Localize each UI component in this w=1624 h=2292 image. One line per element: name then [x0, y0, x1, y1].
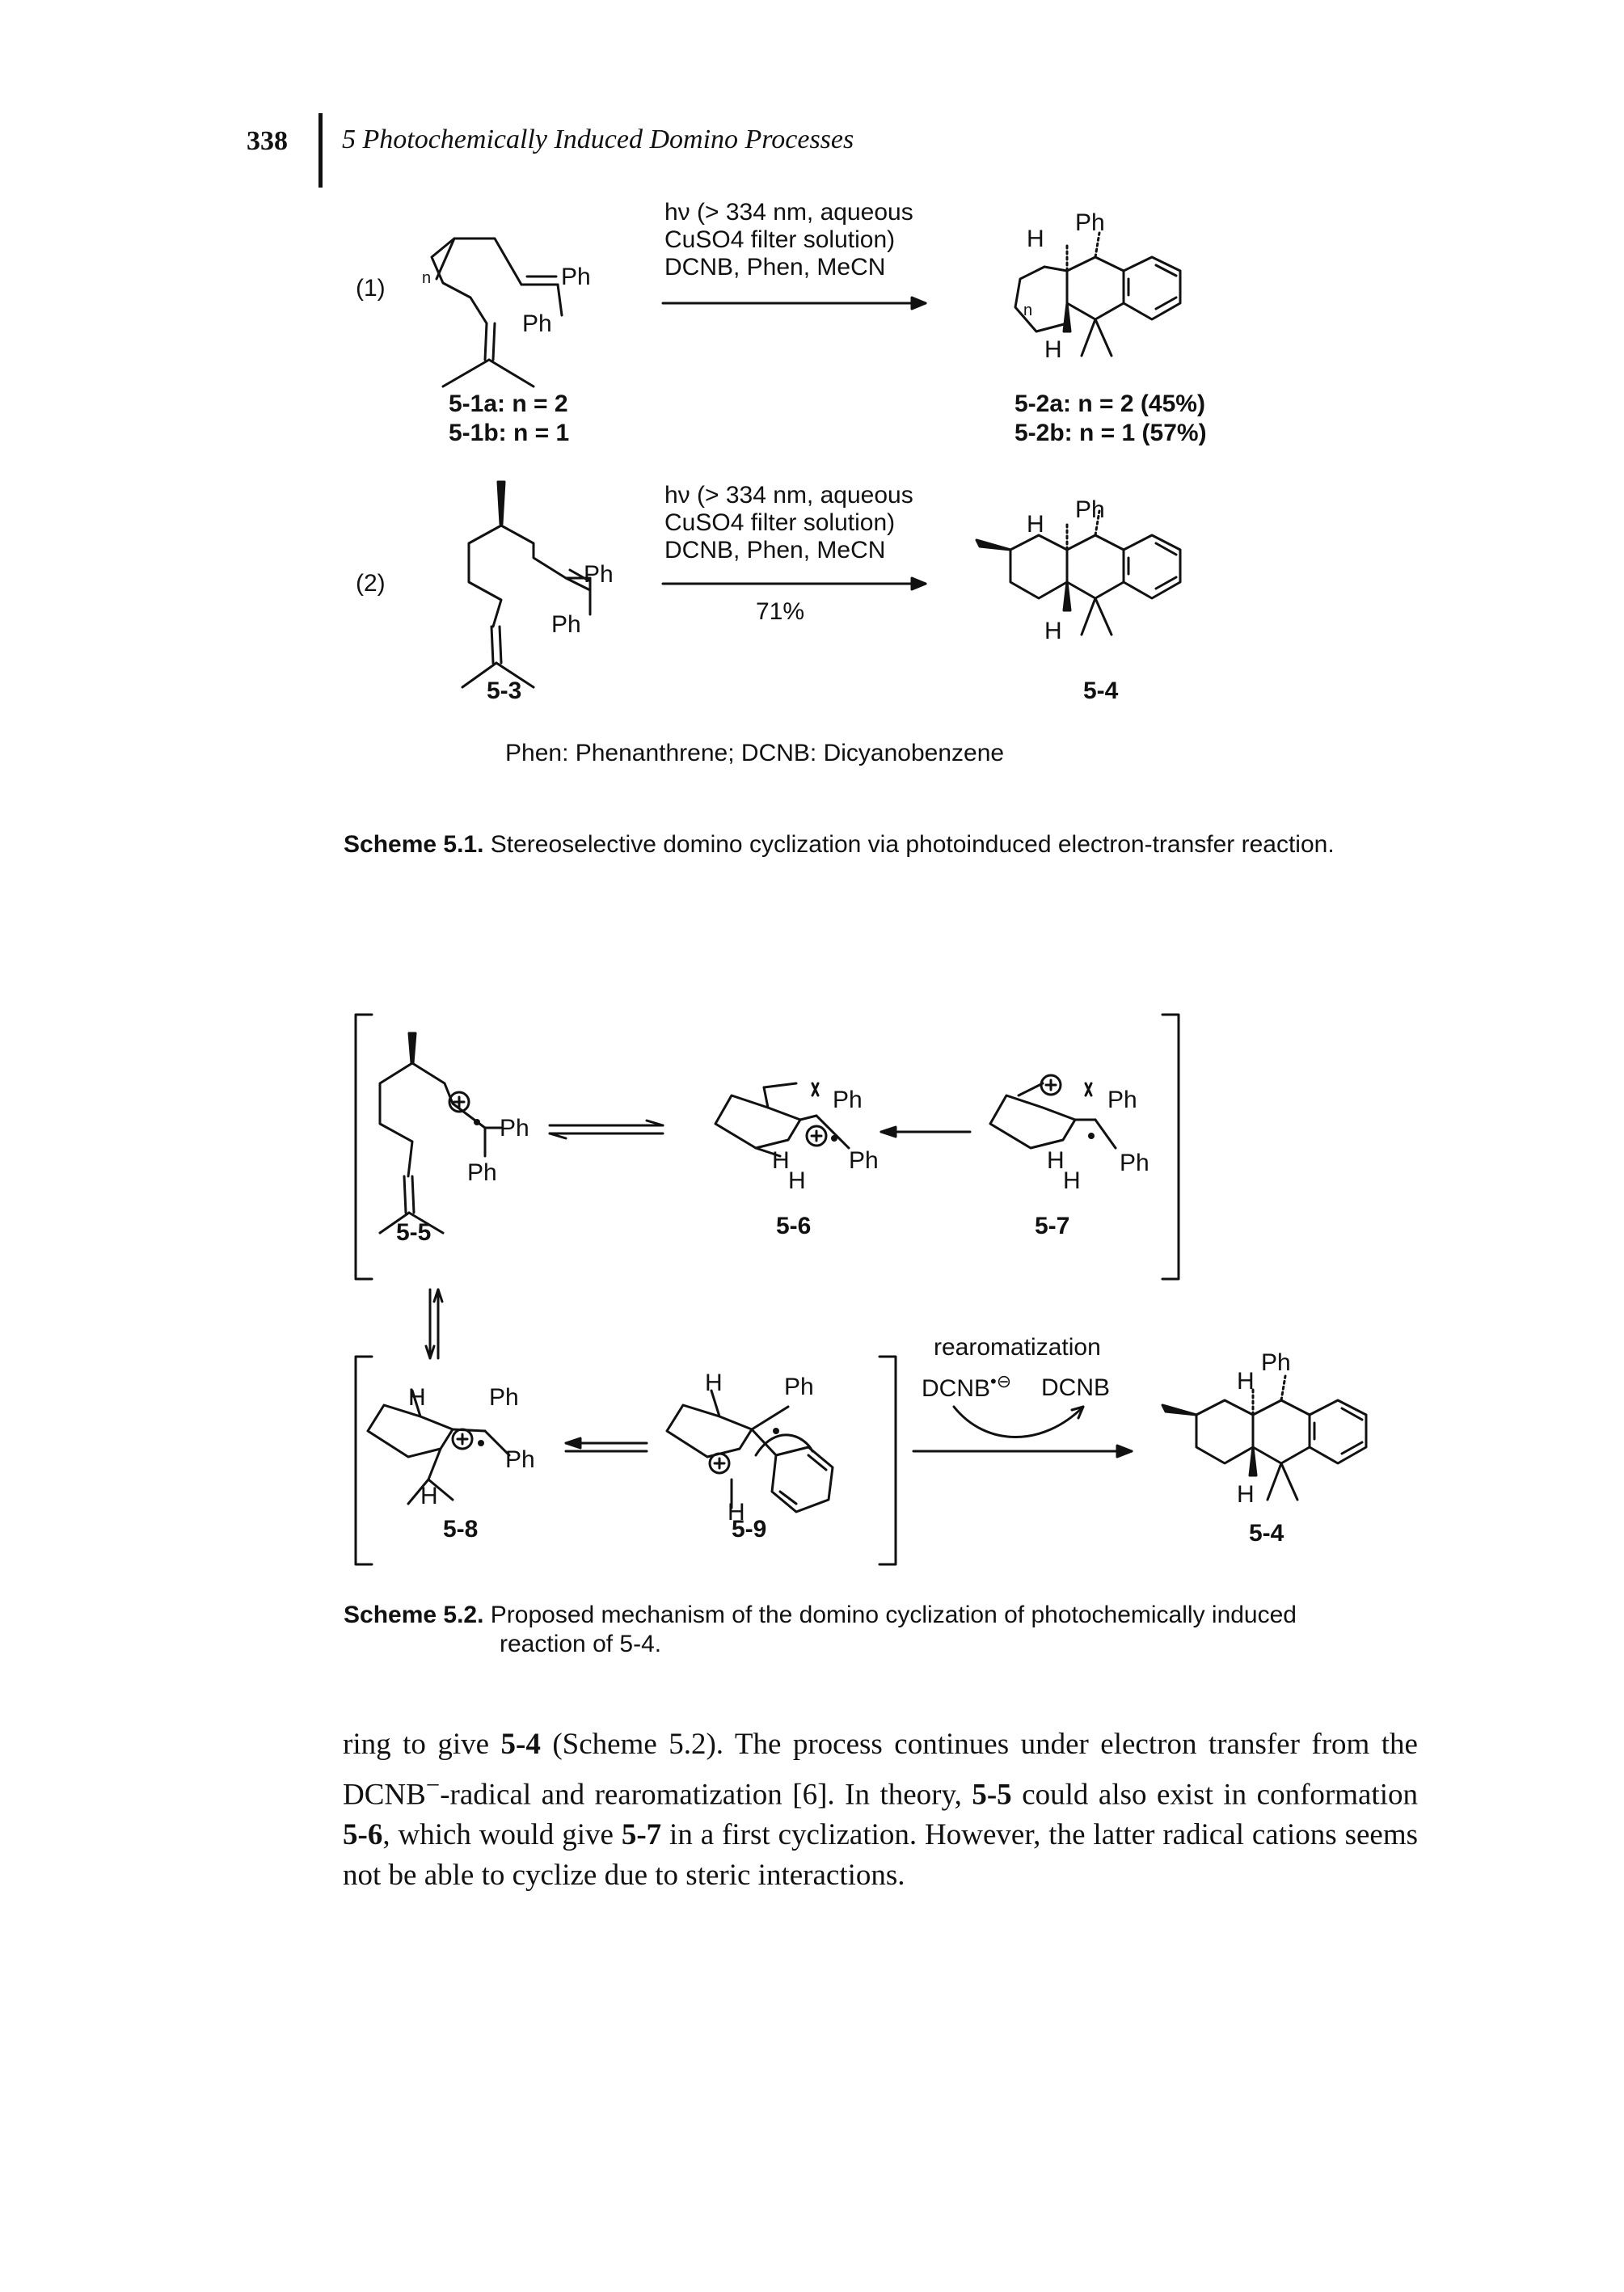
atom-label-n: n — [1023, 302, 1032, 319]
label-5-4-bottom: 5-4 — [1249, 1520, 1284, 1547]
atom-label-ph: Ph — [1120, 1150, 1149, 1176]
structure-5-1 — [430, 237, 563, 388]
scheme-5-1-caption: Scheme 5.1. Stereoselective domino cycli… — [344, 831, 1335, 858]
atom-label-h: H — [1027, 226, 1044, 252]
atom-label-ph: Ph — [1075, 496, 1105, 523]
running-title: 5 Photochemically Induced Domino Process… — [342, 125, 854, 154]
atom-label-h: H — [1237, 1368, 1255, 1395]
structure-5-7 — [989, 1074, 1117, 1150]
atom-label-n: n — [422, 269, 431, 287]
atom-label-h: H — [1237, 1481, 1255, 1508]
scheme-5-2-caption: Scheme 5.2. Proposed mechanism of the do… — [344, 1602, 1297, 1657]
structure-5-3 — [461, 504, 592, 689]
structure-5-2 — [1014, 231, 1182, 357]
label-5-4-top: 5-4 — [1083, 677, 1119, 704]
label-5-3: 5-3 — [487, 677, 522, 704]
atom-label-ph: Ph — [561, 264, 591, 290]
page-number: 338 — [247, 126, 288, 156]
atom-label-h: H — [1044, 336, 1062, 363]
bracket-left — [354, 1013, 373, 1281]
body-paragraph: ring to give 5-4 (Scheme 5.2). The proce… — [343, 1728, 1419, 1893]
label-5-6: 5-6 — [776, 1213, 812, 1239]
bracket-left-2 — [354, 1355, 373, 1566]
atom-label-h: H — [1044, 618, 1062, 644]
atom-label-ph: Ph — [849, 1147, 879, 1174]
atom-label-h: H — [772, 1147, 790, 1174]
bracket-right — [1161, 1013, 1180, 1281]
atom-label-h: H — [1063, 1167, 1081, 1194]
scheme-5-2-drawing: Ph Ph Ph Ph H H Ph Ph H H H Ph Ph H H Ph… — [354, 1013, 1368, 1566]
structure-5-5 — [378, 1037, 503, 1235]
dcnb-label: DCNB — [1041, 1374, 1111, 1401]
structure-5-4-bottom — [1195, 1374, 1368, 1501]
structure-5-9 — [665, 1389, 834, 1513]
structure-5-4-top — [1009, 509, 1182, 636]
atom-label-ph: Ph — [784, 1374, 814, 1400]
reaction-2-number: (2) — [356, 570, 386, 597]
atom-label-ph: Ph — [505, 1446, 535, 1473]
dcnb-radical-anion-label: DCNB•⊖ — [922, 1371, 1012, 1402]
atom-label-h: H — [705, 1370, 723, 1396]
reaction-1-number: (1) — [356, 275, 386, 302]
atom-label-ph: Ph — [500, 1115, 529, 1142]
rearomatization-label: rearomatization — [934, 1334, 1101, 1361]
atom-label-h: H — [408, 1384, 426, 1411]
atom-label-ph: Ph — [489, 1384, 519, 1411]
atom-label-ph: Ph — [1107, 1087, 1137, 1113]
label-5-1: 5-1a: n = 2 5-1b: n = 1 — [449, 390, 570, 446]
structure-5-8 — [366, 1389, 511, 1505]
atom-label-h: H — [420, 1483, 438, 1509]
atom-label-ph: Ph — [551, 611, 581, 638]
atom-label-ph: Ph — [522, 310, 552, 337]
atom-label-ph: Ph — [1261, 1349, 1291, 1376]
label-5-9: 5-9 — [732, 1516, 767, 1543]
atom-label-ph: Ph — [467, 1159, 497, 1186]
atom-label-h: H — [728, 1499, 745, 1526]
atom-label-ph: Ph — [584, 561, 614, 588]
header-divider — [318, 113, 323, 188]
atom-label-ph: Ph — [833, 1087, 863, 1113]
label-5-2: 5-2a: n = 2 (45%) 5-2b: n = 1 (57%) — [1014, 390, 1207, 446]
scheme-5-1-drawing: n Ph Ph Ph H H n Ph Ph Ph H H — [422, 209, 1182, 689]
reaction-2-conditions: hν (> 334 nm, aqueous CuSO4 filter solut… — [664, 482, 913, 564]
structure-5-6 — [714, 1082, 850, 1158]
reaction-1-conditions: hν (> 334 nm, aqueous CuSO4 filter solut… — [664, 199, 913, 281]
label-5-8: 5-8 — [443, 1516, 479, 1543]
reaction-2-yield: 71% — [756, 598, 805, 625]
label-5-5: 5-5 — [396, 1219, 432, 1246]
label-5-7: 5-7 — [1035, 1213, 1070, 1239]
atom-label-h: H — [788, 1167, 806, 1194]
atom-label-h: H — [1027, 511, 1044, 538]
bracket-right-2 — [878, 1355, 897, 1566]
scheme-5-1-footnote: Phen: Phenanthrene; DCNB: Dicyanobenzene — [505, 740, 1005, 766]
atom-label-h: H — [1047, 1147, 1065, 1174]
atom-label-ph: Ph — [1075, 209, 1105, 236]
